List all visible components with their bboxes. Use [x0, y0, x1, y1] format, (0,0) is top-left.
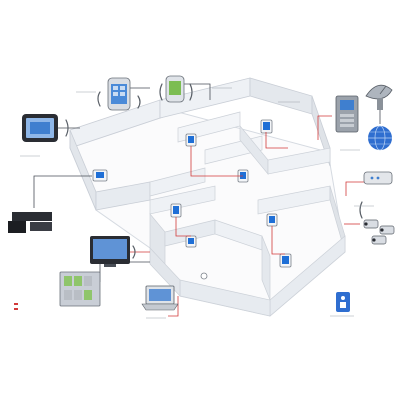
handheld-icon[interactable]: [165, 75, 185, 103]
wall-top-right-back: [249, 77, 313, 115]
tablet-icon[interactable]: [22, 114, 58, 142]
router-icon[interactable]: [363, 171, 393, 185]
satellite-dish-icon[interactable]: [365, 84, 393, 110]
user-help-icon[interactable]: [336, 292, 350, 312]
legend-swatch-2: [14, 307, 18, 310]
link-intercom: [317, 115, 332, 140]
link-video-recorder: [33, 175, 92, 208]
legend-swatch-1: [14, 302, 18, 305]
link-laptop: [168, 296, 179, 317]
link-router: [345, 181, 366, 196]
wall-panel-2[interactable]: [185, 133, 197, 147]
room-sensor-icon: [200, 272, 208, 280]
link-inner-2: [175, 217, 191, 237]
smartphone-icon[interactable]: [107, 77, 131, 111]
wall-center-room-2: [261, 235, 271, 301]
link-inner-3: [271, 226, 285, 255]
wall-panel-1[interactable]: [92, 169, 108, 182]
legend-item-1: [14, 301, 104, 306]
wall-panel-3[interactable]: [260, 119, 273, 134]
wall-panel-6[interactable]: [185, 235, 197, 248]
globe-icon[interactable]: [368, 125, 392, 151]
wall-panel-5[interactable]: [170, 203, 182, 218]
wall-partition-5: [267, 147, 331, 175]
door-intercom-icon[interactable]: [335, 95, 359, 133]
wall-lower-room-back: [149, 185, 216, 215]
wall-panels: [92, 119, 292, 280]
electrical-panel-icon[interactable]: [59, 271, 101, 307]
legend-item-2: [14, 306, 104, 311]
wall-panel-8[interactable]: [279, 253, 292, 268]
laptop-icon[interactable]: [141, 285, 179, 311]
floor-plan: [69, 77, 346, 317]
wall-right-side: [311, 95, 331, 167]
wall-panel-7[interactable]: [266, 213, 278, 227]
video-recorder-icon[interactable]: [8, 212, 52, 233]
camera-icon[interactable]: [363, 219, 395, 245]
link-inner-1: [190, 146, 243, 177]
link-inner-4: [265, 132, 288, 149]
tv-icon[interactable]: [90, 236, 130, 267]
wall-south-left: [149, 247, 181, 297]
legend: [14, 301, 104, 311]
caption-marks: [20, 87, 374, 319]
